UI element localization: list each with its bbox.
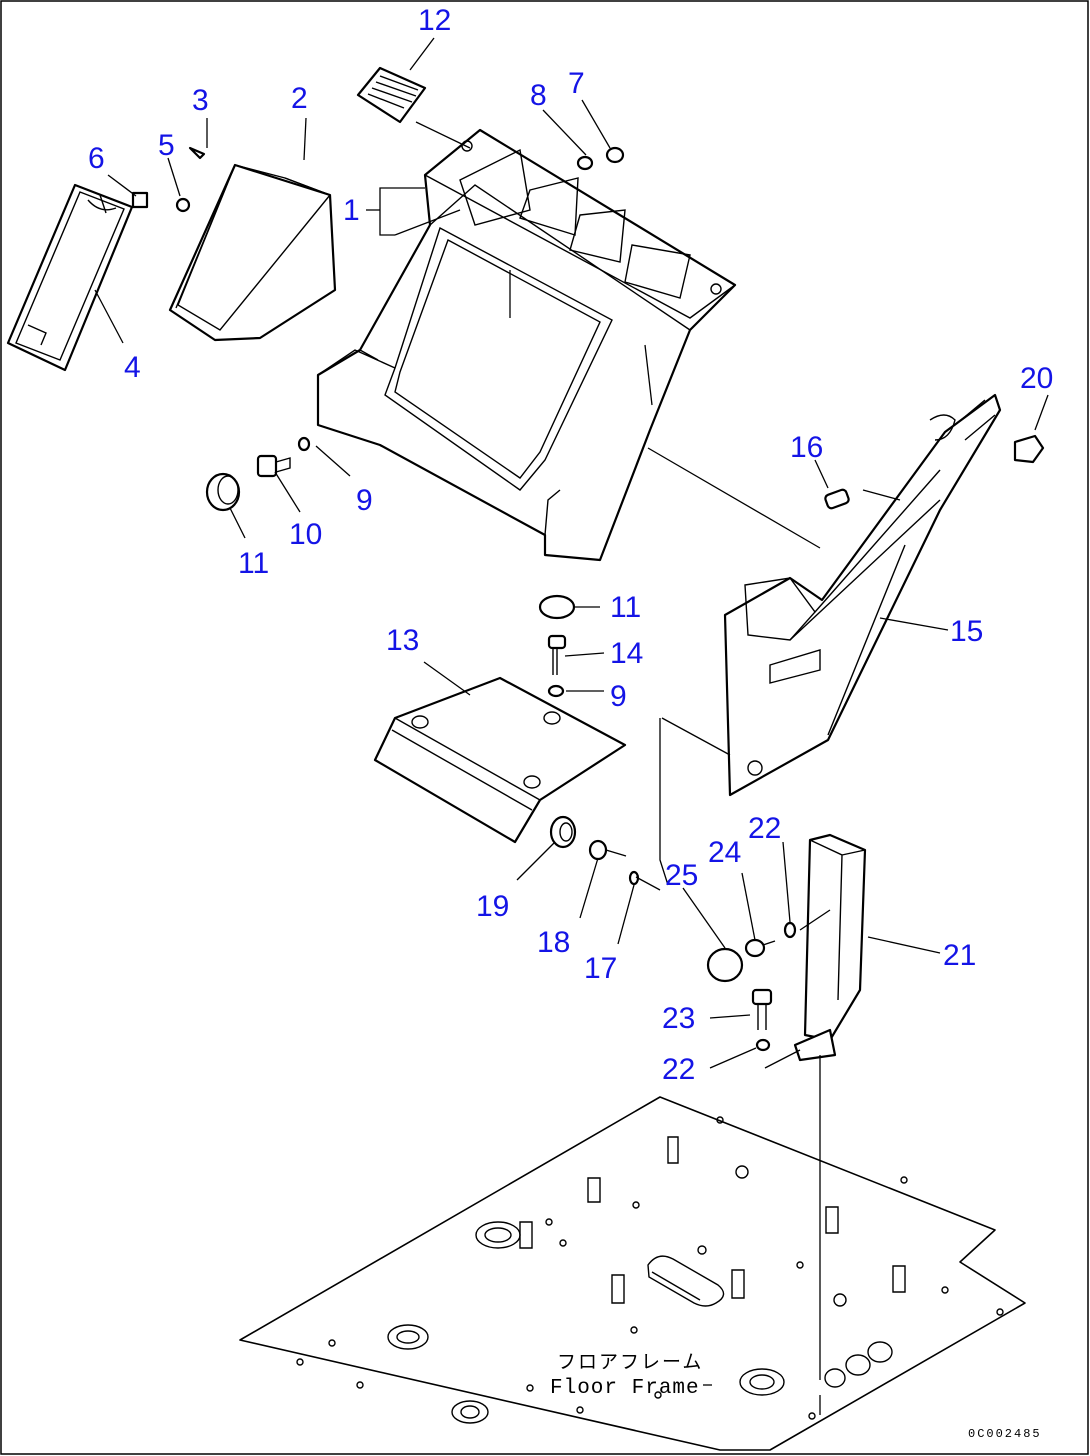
callout-4: 4 [124,351,141,384]
callout-11-right: 11 [610,591,641,624]
part-3-screw [188,146,206,160]
callout-labels: 12 3 2 8 7 5 6 1 4 20 16 9 10 11 11 13 1… [88,4,1053,1086]
callout-23: 23 [662,1002,695,1035]
part-13-plate [373,676,627,844]
part-9-washer-right [547,684,565,698]
floor-frame [239,1096,1026,1451]
part-4-cover [6,183,134,372]
callout-15: 15 [950,615,983,648]
part-6-clip [131,191,149,209]
callout-17: 17 [584,952,617,985]
part-8-washer [576,155,594,171]
callout-10: 10 [289,518,322,551]
callout-22-lower: 22 [662,1053,695,1086]
part-11-cap-right [538,594,576,620]
part-12-grille [356,66,427,124]
leader-lines [94,37,1049,1415]
part-11-cap-left [205,472,241,512]
part-10-bolt [256,454,291,478]
part-2-duct [168,163,337,342]
floor-frame-label-en: Floor Frame [550,1377,700,1400]
part-1-console [316,128,737,562]
drawing-code: 0C002485 [968,1427,1042,1441]
part-9-washer-left [297,436,311,452]
part-22-washer-upper [783,921,797,939]
part-25-cap [706,947,744,983]
callout-22-upper: 22 [748,812,781,845]
callout-1: 1 [343,194,360,227]
part-20-nut [1013,434,1045,464]
floor-frame-label-jp: フロアフレーム [557,1351,703,1373]
callout-2: 2 [291,82,308,115]
callout-18: 18 [537,926,570,959]
part-24-bolt [744,938,776,958]
part-14-bolt [547,634,567,675]
callout-5: 5 [158,129,175,162]
callout-21: 21 [943,939,976,972]
callout-11-left: 11 [238,547,269,580]
callout-9-right: 9 [610,680,627,713]
callout-7: 7 [568,67,585,100]
part-18-bolt [588,839,627,861]
part-16-pin [824,488,850,510]
callout-12: 12 [418,4,451,37]
callout-24: 24 [708,836,741,869]
callout-8: 8 [530,79,547,112]
callout-6: 6 [88,142,105,175]
part-15-side-panel [723,393,1002,797]
callout-9-left: 9 [356,484,373,517]
callout-25: 25 [665,859,698,892]
callout-3: 3 [192,84,209,117]
part-21-post [793,833,867,1062]
part-7-nut [605,146,625,164]
part-5-nut [175,197,191,213]
part-22-washer-lower [755,1038,771,1052]
callout-13: 13 [386,624,419,657]
part-23-bolt [751,988,773,1030]
callout-16: 16 [790,431,823,464]
part-19-grommet [549,815,577,849]
callout-20: 20 [1020,362,1053,395]
callout-19: 19 [476,890,509,923]
callout-14: 14 [610,637,643,670]
